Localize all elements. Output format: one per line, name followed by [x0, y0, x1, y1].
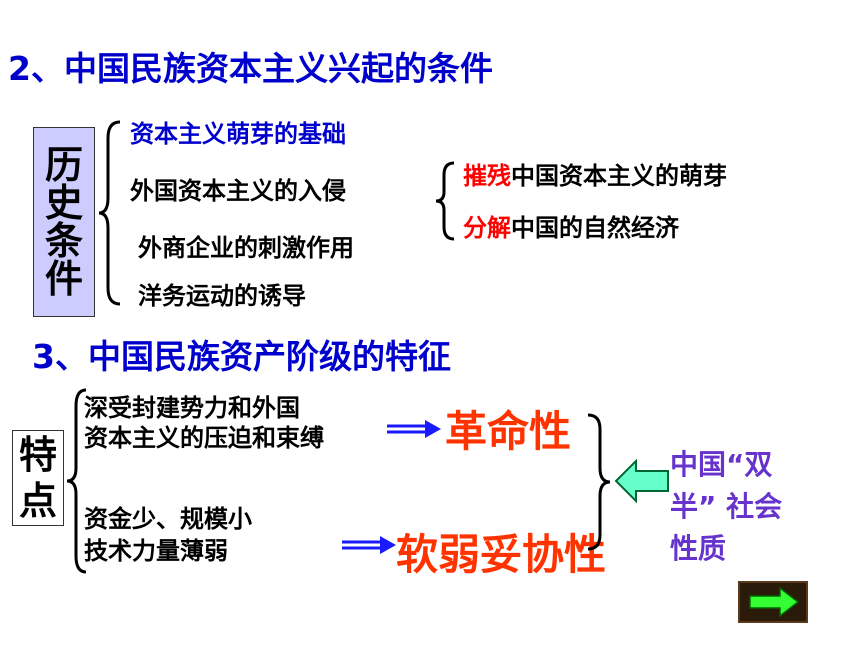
feature-line: 资金少、规模小	[84, 505, 252, 533]
features-box-char: 点	[18, 479, 57, 523]
features-box: 特 点	[12, 430, 64, 526]
society-nature: 中国“双 半” 社会 性质	[670, 444, 782, 570]
invasion-effect: 分解中国的自然经济	[463, 208, 679, 243]
section-3-heading: 3、中国民族资产阶级的特征	[32, 337, 451, 376]
result-revolutionary: 革命性	[445, 407, 572, 456]
invasion-brace	[435, 161, 455, 241]
conditions-box-char: 历	[44, 143, 83, 187]
conditions-brace	[98, 120, 121, 306]
invasion-effect-text: 中国的自然经济	[511, 214, 679, 242]
double-arrow-icon	[387, 420, 441, 438]
invasion-effect-highlight: 摧残	[463, 162, 511, 190]
feature-group-weakness: 资金少、规模小 技术力量薄弱	[84, 503, 252, 567]
conditions-box-char: 条	[44, 219, 83, 263]
condition-item: 外商企业的刺激作用	[138, 234, 354, 262]
society-nature-line: 中国“双	[670, 448, 773, 481]
society-nature-line: 半” 社会	[670, 490, 783, 523]
feature-line: 技术力量薄弱	[84, 537, 228, 565]
invasion-effect-text: 中国资本主义的萌芽	[511, 162, 727, 190]
double-arrow-icon	[342, 536, 396, 554]
section-2-heading: 2、中国民族资本主义兴起的条件	[8, 49, 493, 88]
feature-line: 深受封建势力和外国	[84, 394, 300, 422]
right-arrow-icon	[749, 586, 800, 618]
society-nature-line: 性质	[670, 532, 727, 565]
condition-item: 资本主义萌芽的基础	[130, 120, 346, 148]
left-arrow-icon	[614, 458, 669, 504]
condition-item: 外国资本主义的入侵	[130, 177, 346, 205]
conditions-box-char: 史	[44, 181, 83, 225]
condition-item: 洋务运动的诱导	[138, 282, 306, 310]
conditions-box-char: 件	[44, 257, 83, 301]
conditions-box: 历 史 条 件	[33, 127, 95, 317]
next-button[interactable]	[738, 581, 808, 623]
result-compromising: 软弱妥协性	[396, 530, 607, 579]
invasion-effect: 摧残中国资本主义的萌芽	[463, 156, 727, 191]
feature-group-oppression: 深受封建势力和外国 资本主义的压迫和束缚	[84, 393, 324, 453]
results-brace	[587, 413, 611, 551]
feature-line: 资本主义的压迫和束缚	[84, 424, 324, 452]
features-brace	[66, 388, 87, 574]
features-box-char: 特	[18, 433, 57, 477]
invasion-effect-highlight: 分解	[463, 214, 511, 242]
